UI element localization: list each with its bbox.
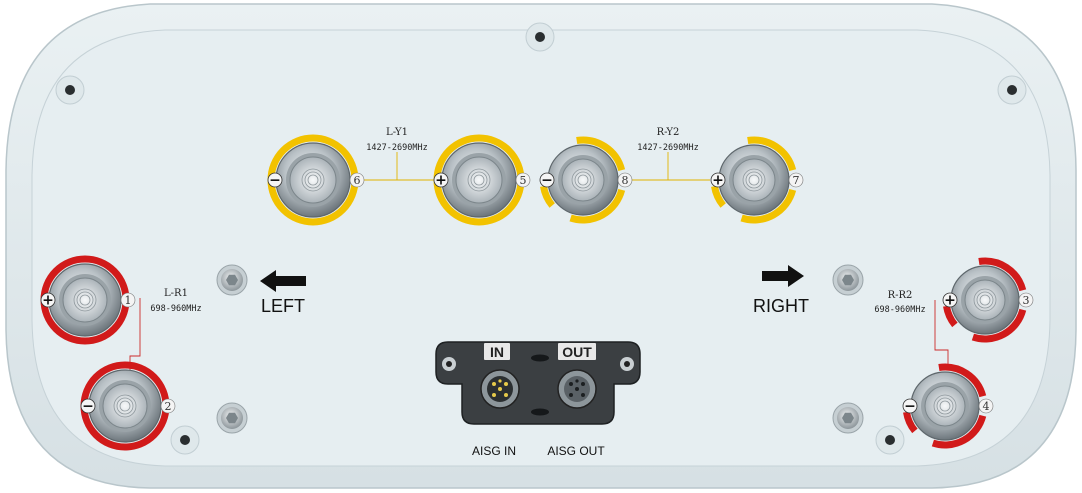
band-ring — [943, 305, 958, 328]
hex-screw — [216, 402, 248, 434]
polarity-sign: + — [944, 293, 956, 309]
port-number-text: 5 — [520, 174, 527, 187]
port-number: 5 — [515, 172, 531, 188]
polarity-sign: − — [82, 399, 94, 415]
polarity-sign: − — [904, 399, 916, 415]
aisg-out-connector — [557, 369, 597, 409]
rf-port-8: −8 — [539, 136, 633, 224]
rf-port-2: −2 — [80, 361, 176, 451]
aisg-plate: IN OUT — [435, 341, 641, 425]
mounting-hole — [55, 75, 85, 105]
port-number-text: 4 — [983, 400, 990, 413]
port-number: 2 — [160, 398, 176, 414]
port-number: 7 — [788, 172, 804, 188]
polarity-badge: − — [267, 173, 283, 189]
polarity-badge: − — [539, 173, 555, 189]
svg-text:IN: IN — [490, 344, 504, 360]
band-ring — [978, 257, 1027, 292]
aisg-in-connector — [480, 369, 520, 409]
port-number-text: 8 — [622, 174, 629, 187]
band-ring — [540, 185, 555, 208]
band-ring — [747, 136, 797, 172]
port-number-text: 6 — [354, 174, 361, 187]
port-number: 8 — [617, 172, 633, 188]
polarity-badge: + — [942, 293, 958, 309]
mounting-hole — [875, 425, 905, 455]
band-label-r-y2: R-Y2 — [657, 127, 680, 138]
left-arrow-icon — [260, 270, 306, 292]
band-label-l-y1: L-Y1 — [386, 127, 408, 138]
polarity-badge: − — [80, 399, 96, 415]
left-label: LEFT — [261, 296, 305, 316]
housing-inner-panel — [31, 29, 1051, 467]
hex-screw — [216, 264, 248, 296]
rf-port-3: +3 — [942, 257, 1034, 343]
aisg-in-tag — [484, 343, 510, 360]
port-number: 6 — [349, 172, 365, 188]
right-arrow-icon — [762, 265, 804, 287]
mounting-hole — [170, 425, 200, 455]
polarity-sign: + — [712, 173, 724, 189]
band-freq-l-r1: 698-960MHz — [150, 304, 201, 314]
band-connector-lines — [356, 152, 710, 181]
polarity-badge: + — [433, 173, 449, 189]
aisg-out-tag — [558, 343, 596, 360]
port-number-text: 2 — [165, 400, 172, 413]
right-label: RIGHT — [753, 296, 809, 316]
hex-screw — [832, 264, 864, 296]
port-number: 4 — [978, 398, 994, 414]
port-number: 1 — [120, 292, 136, 308]
band-ring — [938, 363, 987, 398]
port-number: 3 — [1018, 292, 1034, 308]
polarity-badge: + — [40, 293, 56, 309]
polarity-sign: + — [42, 293, 54, 309]
band-ring — [931, 414, 987, 449]
polarity-badge: − — [902, 399, 918, 415]
mounting-hole — [997, 75, 1027, 105]
port-number-text: 3 — [1023, 294, 1030, 307]
band-ring — [971, 308, 1027, 343]
band-freq-r-r2: 698-960MHz — [874, 305, 925, 315]
band-ring — [903, 411, 918, 434]
band-ring — [569, 188, 626, 224]
band-ring — [740, 188, 797, 224]
band-ring — [711, 185, 726, 208]
polarity-badge: + — [710, 173, 726, 189]
band-freq-r-y2: 1427-2690MHz — [637, 143, 698, 153]
rf-port-1: +1 — [40, 255, 136, 345]
polarity-sign: − — [269, 173, 281, 189]
rf-port-7: +7 — [710, 136, 804, 224]
hex-screw — [832, 402, 864, 434]
svg-text:OUT: OUT — [562, 344, 592, 360]
rf-port-4: −4 — [902, 363, 994, 449]
port-number-text: 1 — [125, 294, 132, 307]
band-label-r-r2: R-R2 — [888, 290, 913, 301]
polarity-sign: − — [541, 173, 553, 189]
aisg-in-label: AISG IN — [472, 444, 516, 458]
port-number-text: 7 — [793, 174, 800, 187]
aisg-out-label: AISG OUT — [547, 444, 605, 458]
band-label-l-r1: L-R1 — [164, 288, 188, 299]
mounting-hole — [525, 22, 555, 52]
band-freq-l-y1: 1427-2690MHz — [366, 143, 427, 153]
polarity-sign: + — [435, 173, 447, 189]
rf-port-6: −6 — [267, 134, 365, 226]
band-ring — [576, 136, 626, 172]
rf-port-5: +5 — [433, 134, 531, 226]
